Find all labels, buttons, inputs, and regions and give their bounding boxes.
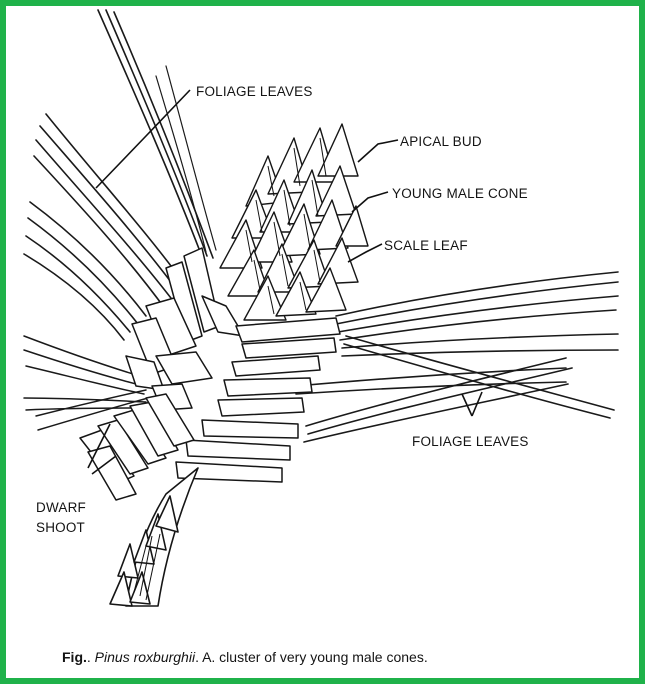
label-young-male-cone: YOUNG MALE CONE — [392, 186, 528, 201]
label-foliage-leaves-top: FOLIAGE LEAVES — [196, 84, 313, 99]
label-foliage-leaves-bottom: FOLIAGE LEAVES — [412, 434, 529, 449]
label-scale-leaf: SCALE LEAF — [384, 238, 468, 253]
pinus-illustration: FOLIAGE LEAVES APICAL BUD YOUNG MALE CON… — [6, 6, 639, 678]
caption-text: . A. cluster of very young male cones. — [195, 649, 428, 665]
caption-species: Pinus roxburghii — [95, 649, 196, 665]
label-shoot: SHOOT — [36, 520, 85, 535]
caption-sep: . — [87, 649, 95, 665]
caption-prefix: Fig. — [62, 649, 87, 665]
label-dwarf: DWARF — [36, 500, 86, 515]
label-apical-bud: APICAL BUD — [400, 134, 482, 149]
male-cone-cluster — [220, 124, 368, 320]
figure-caption: Fig.. Pinus roxburghii. A. cluster of ve… — [62, 649, 428, 665]
dwarf-shoots — [80, 394, 194, 500]
foliage-needles-right — [296, 272, 618, 442]
